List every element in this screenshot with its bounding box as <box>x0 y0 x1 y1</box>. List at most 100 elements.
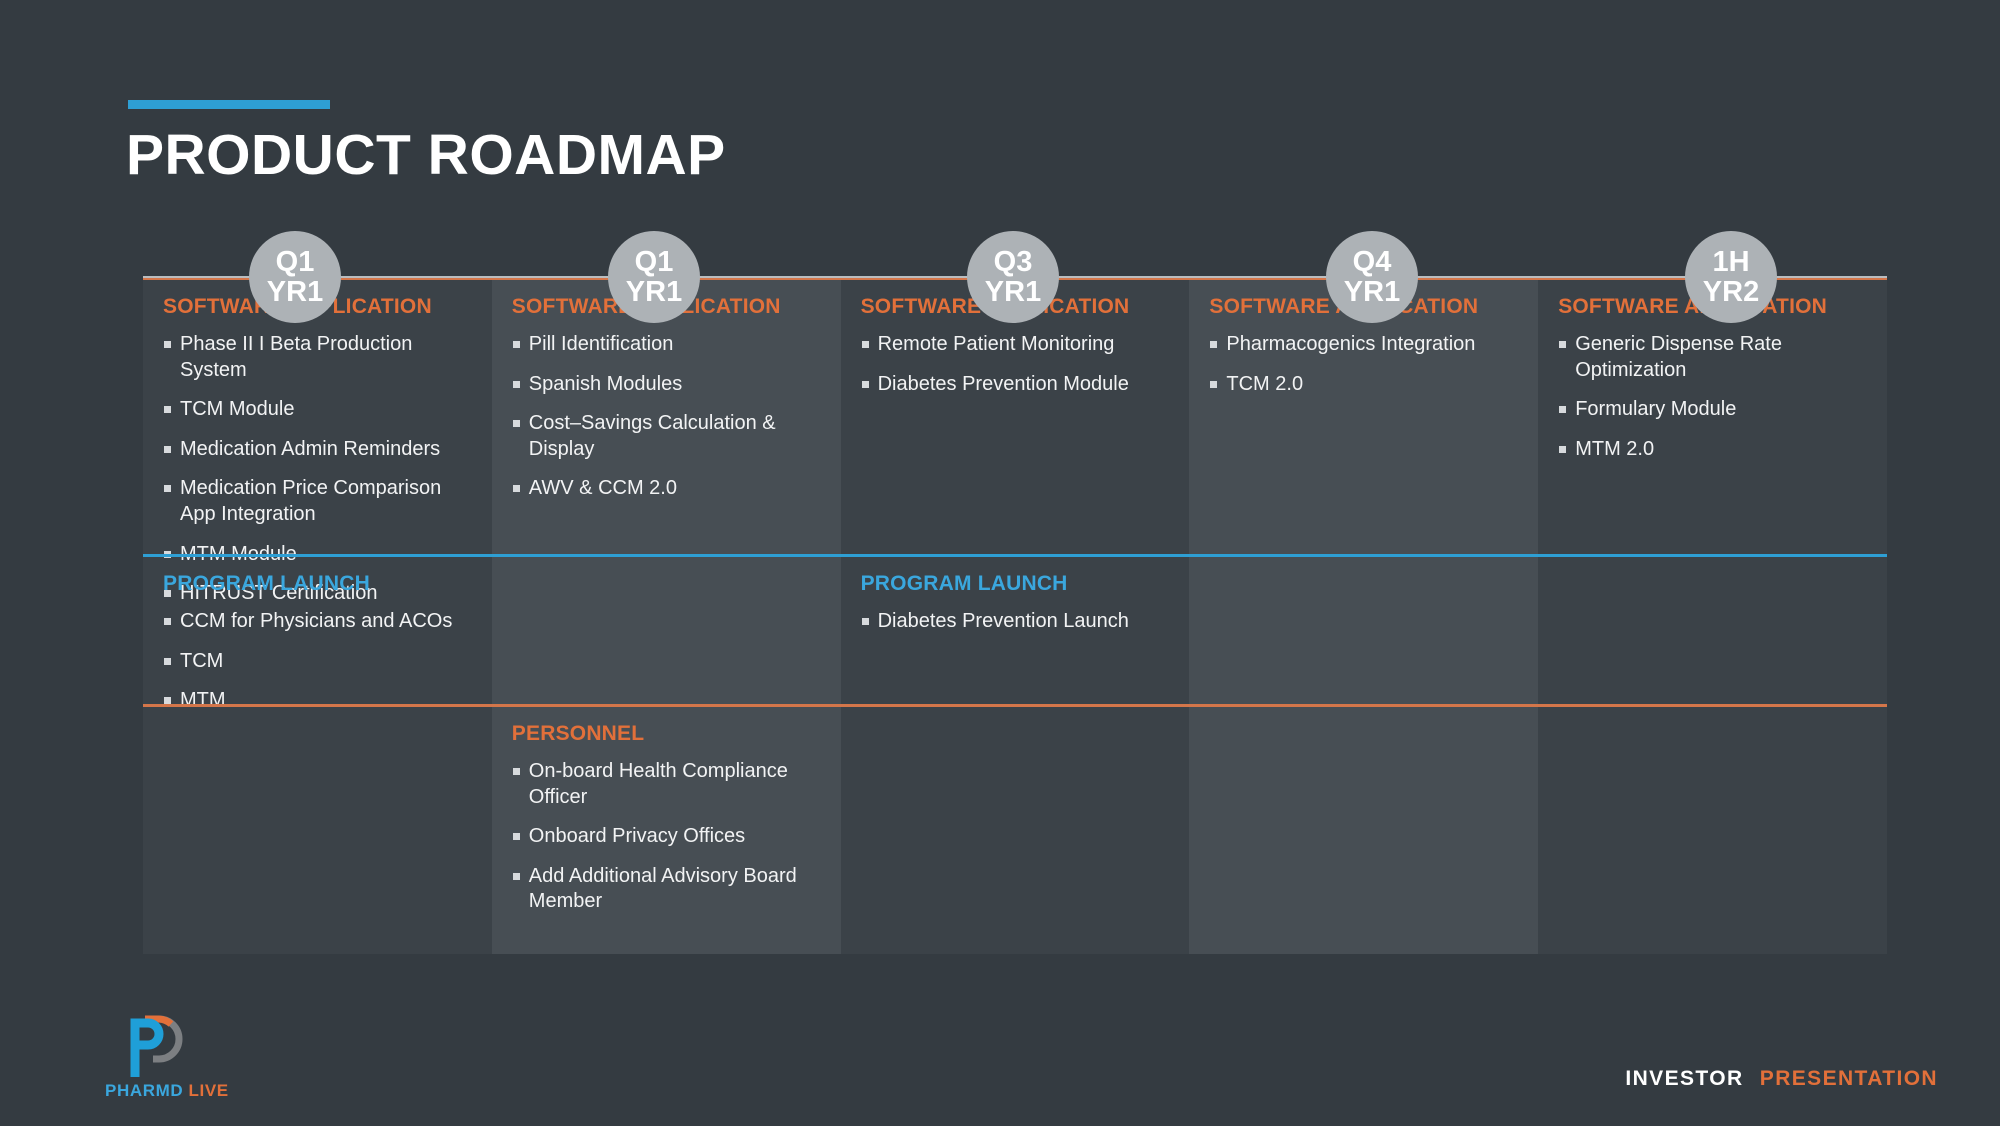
list-item: AWV & CCM 2.0 <box>512 476 821 502</box>
list-program-launch-3: Diabetes Prevention Launch <box>861 609 1170 635</box>
list-item: Remote Patient Monitoring <box>861 332 1170 358</box>
list-personnel-2: On-board Health Compliance Officer Onboa… <box>512 759 821 915</box>
bullet-icon <box>512 872 520 880</box>
bullet-icon <box>512 485 520 493</box>
list-item-label: Cost–Savings Calculation & Display <box>528 412 776 460</box>
list-item-label: AWV & CCM 2.0 <box>528 477 677 500</box>
list-item-label: MTM 2.0 <box>1575 437 1655 460</box>
cell-personnel-3 <box>841 707 1190 954</box>
timeline-milestone-2[interactable]: Q1 YR1 <box>608 231 700 323</box>
list-item-label: Pharmacogenics Integration <box>1226 333 1476 355</box>
footer-label: INVESTOR PRESENTATION <box>1625 1067 1938 1091</box>
brand-logo-text: PHARMD LIVE <box>105 1081 229 1101</box>
list-item-label: Add Additional Advisory Board Member <box>528 864 797 913</box>
cell-personnel-4 <box>1189 707 1538 954</box>
list-software-3: Remote Patient Monitoring Diabetes Preve… <box>861 332 1170 397</box>
timeline-milestone-3[interactable]: Q3 YR1 <box>967 231 1059 323</box>
milestone-quarter: Q1 <box>634 245 674 278</box>
list-item: Cost–Savings Calculation & Display <box>512 411 821 462</box>
list-software-4: Pharmacogenics Integration TCM 2.0 <box>1209 332 1518 397</box>
bullet-icon <box>164 406 171 414</box>
cell-program-launch-3: PROGRAM LAUNCH Diabetes Prevention Launc… <box>841 557 1190 704</box>
column-bg-3 <box>840 277 1190 954</box>
list-item-label: Medication Admin Reminders <box>180 437 441 460</box>
list-software-2: Pill Identification Spanish Modules Cost… <box>512 332 821 502</box>
section-heading-program-launch-3: PROGRAM LAUNCH <box>860 572 1068 595</box>
cell-software-5: SOFTWARE APPLICATION Generic Dispense Ra… <box>1538 280 1887 554</box>
cell-software-1: SOFTWARE APPLICATION Phase II I Beta Pro… <box>143 280 492 604</box>
timeline-milestone-4[interactable]: Q4 YR1 <box>1326 231 1418 323</box>
list-item: MTM 2.0 <box>1558 437 1867 463</box>
row-rule-personnel <box>143 704 1887 707</box>
list-item-label: Phase II I Beta Production System <box>180 333 413 381</box>
row-software: SOFTWARE APPLICATION Phase II I Beta Pro… <box>143 280 1887 604</box>
bullet-icon <box>512 380 520 388</box>
bullet-icon <box>1559 445 1567 453</box>
bullet-icon <box>861 380 869 388</box>
milestone-year: YR1 <box>266 276 324 308</box>
list-item: Pharmacogenics Integration <box>1209 332 1518 358</box>
cell-program-launch-4 <box>1189 557 1538 704</box>
list-software-5: Generic Dispense Rate Optimization Formu… <box>1558 332 1867 462</box>
timeline-milestone-1[interactable]: Q1 YR1 <box>249 231 341 323</box>
list-item-label: TCM 2.0 <box>1226 372 1304 395</box>
milestone-year: YR1 <box>984 276 1042 308</box>
bullet-icon <box>512 768 520 775</box>
brand-name-primary: PHARMD <box>105 1081 184 1100</box>
list-item: Spanish Modules <box>512 372 821 398</box>
list-program-launch-1: CCM for Physicians and ACOs TCM MTM <box>163 609 472 714</box>
bullet-icon <box>1210 341 1218 348</box>
cell-program-launch-2 <box>492 557 841 704</box>
list-item-label: HITRUST Certification <box>180 582 378 605</box>
bullet-icon <box>1559 341 1567 348</box>
list-item-label: Pill Identification <box>528 333 674 355</box>
milestone-year: YR1 <box>1343 276 1401 308</box>
roadmap-board: SOFTWARE APPLICATION Phase II I Beta Pro… <box>143 277 1887 954</box>
list-item-label: Diabetes Prevention Launch <box>877 610 1129 632</box>
bullet-icon <box>512 833 520 841</box>
list-item-label: Generic Dispense Rate Optimization <box>1575 333 1782 381</box>
bullet-icon <box>164 341 171 348</box>
section-heading-program-launch-1: PROGRAM LAUNCH <box>163 572 370 595</box>
bullet-icon <box>164 590 171 598</box>
column-bg-2 <box>491 277 841 954</box>
footer-label-primary: INVESTOR <box>1625 1067 1744 1090</box>
bullet-icon <box>164 657 171 665</box>
bullet-icon <box>164 485 171 493</box>
pharmdlive-logo-icon <box>130 1015 183 1077</box>
bullet-icon <box>512 420 520 428</box>
title-accent-rule <box>128 100 330 109</box>
milestone-year: YR2 <box>1702 276 1760 308</box>
list-item-label: Onboard Privacy Offices <box>528 825 746 848</box>
list-item: Phase II I Beta Production System <box>163 332 472 383</box>
column-bg-1 <box>143 277 492 954</box>
cell-program-launch-1: PROGRAM LAUNCH CCM for Physicians and AC… <box>143 557 492 711</box>
list-item: TCM 2.0 <box>1209 372 1518 398</box>
list-item: Generic Dispense Rate Optimization <box>1558 332 1867 383</box>
bullet-icon <box>164 618 171 625</box>
bullet-icon <box>861 341 869 348</box>
list-item-label: CCM for Physicians and ACOs <box>180 610 453 632</box>
column-bg-5 <box>1538 277 1887 954</box>
list-item: CCM for Physicians and ACOs <box>163 609 472 635</box>
list-item-label: Spanish Modules <box>528 372 683 395</box>
section-heading-personnel-2: PERSONNEL <box>511 722 645 745</box>
timeline-milestone-5[interactable]: 1H YR2 <box>1685 231 1777 323</box>
cell-personnel-1 <box>143 707 492 954</box>
list-item-label: Medication Price Comparison App Integrat… <box>180 477 442 525</box>
cell-personnel-5 <box>1538 707 1887 954</box>
milestone-quarter: Q1 <box>275 245 315 278</box>
list-item: Formulary Module <box>1558 397 1867 423</box>
list-item-label: MTM Module <box>180 543 297 565</box>
list-item-label: Diabetes Prevention Module <box>877 372 1129 395</box>
milestone-quarter: 1H <box>1712 245 1750 278</box>
list-item: Pill Identification <box>512 332 821 358</box>
milestone-quarter: Q4 <box>1352 245 1392 278</box>
row-personnel: PERSONNEL On-board Health Compliance Off… <box>143 707 1887 954</box>
milestone-year: YR1 <box>625 276 683 308</box>
list-item-label: On-board Health Compliance Officer <box>528 760 788 808</box>
brand-name-secondary: LIVE <box>188 1081 229 1100</box>
bullet-icon <box>1559 406 1567 414</box>
column-backgrounds <box>143 277 1887 954</box>
